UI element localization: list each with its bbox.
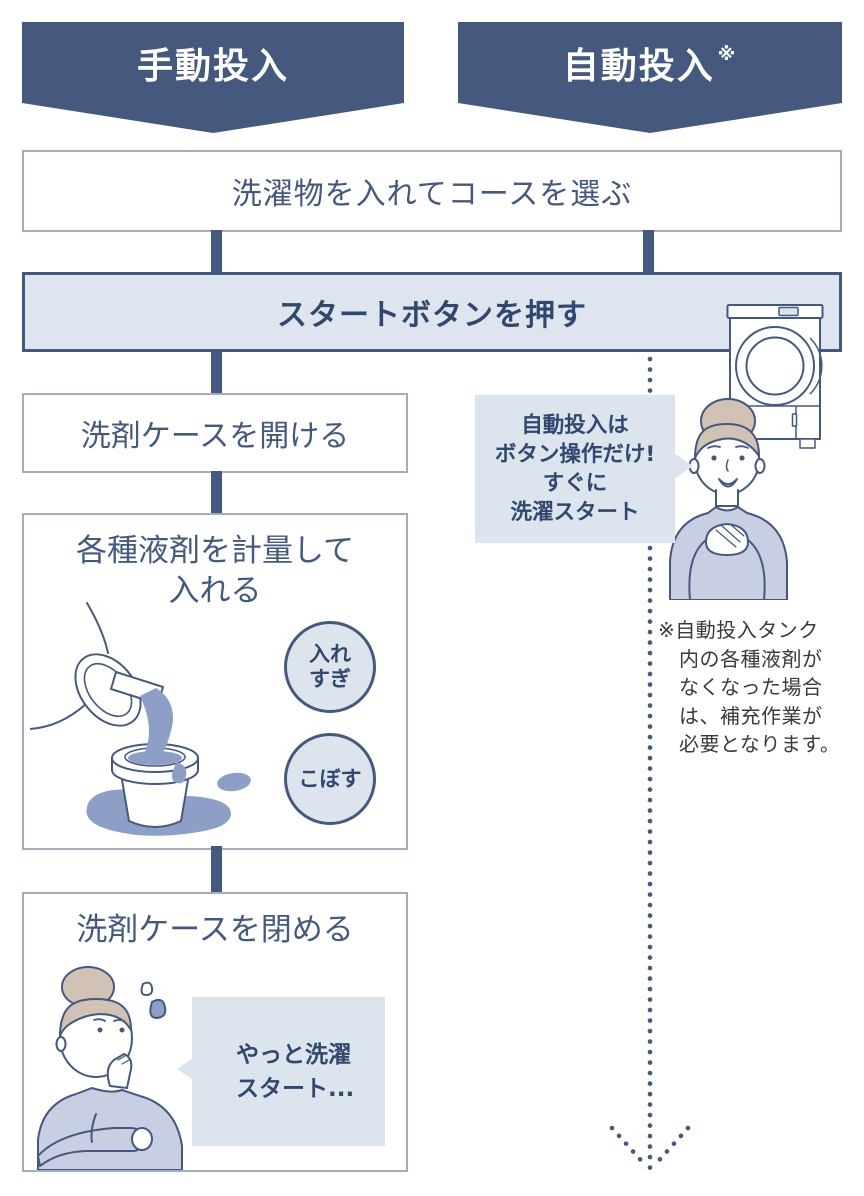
auto-footnote: ※自動投入タンク 内の各種液剤が なくなった場合 は、補充作業が 必要となります…	[658, 618, 841, 756]
step-close-case-label: 洗剤ケースを閉める	[76, 912, 354, 948]
flow-connector-manual-2	[211, 350, 222, 395]
overfill-badge: 入れ すぎ	[284, 621, 376, 713]
relaxed-person-illustration	[669, 398, 788, 600]
auto-column-header: 自動投入※	[458, 22, 842, 133]
auto-speech-bubble: 自動投入は ボタン操作だけ! すぐに 洗濯スタート	[475, 395, 693, 543]
thinking-person-illustration	[37, 966, 183, 1170]
step-select-course-label: 洗濯物を入れてコースを選ぶ	[231, 177, 633, 212]
step-select-course-box: 洗濯物を入れてコースを選ぶ	[22, 150, 842, 232]
flow-connector-manual-3	[211, 471, 222, 515]
manual-column-header: 手動投入	[22, 22, 404, 133]
step-press-start-box: スタートボタンを押す	[22, 272, 842, 352]
flow-connector-manual-4	[211, 846, 222, 894]
spill-badge: こぼす	[284, 733, 376, 825]
manual-header-label: 手動投入	[136, 45, 289, 87]
step-open-case-box: 洗剤ケースを開ける	[22, 393, 408, 473]
flow-connector-manual-1	[211, 230, 222, 274]
manual-speech-bubble: やっと洗濯 スタート...	[177, 997, 385, 1146]
flow-connector-auto-1	[643, 230, 654, 274]
step-press-start-label: スタートボタンを押す	[277, 298, 587, 333]
step-open-case-label: 洗剤ケースを開ける	[80, 419, 350, 454]
pouring-detergent-illustration	[30, 602, 251, 836]
auto-header-label: 自動投入	[562, 45, 715, 87]
auto-header-ref-mark: ※	[717, 44, 738, 65]
step-measure-pour-label: 各種液剤を計量して 入れる	[75, 533, 355, 609]
